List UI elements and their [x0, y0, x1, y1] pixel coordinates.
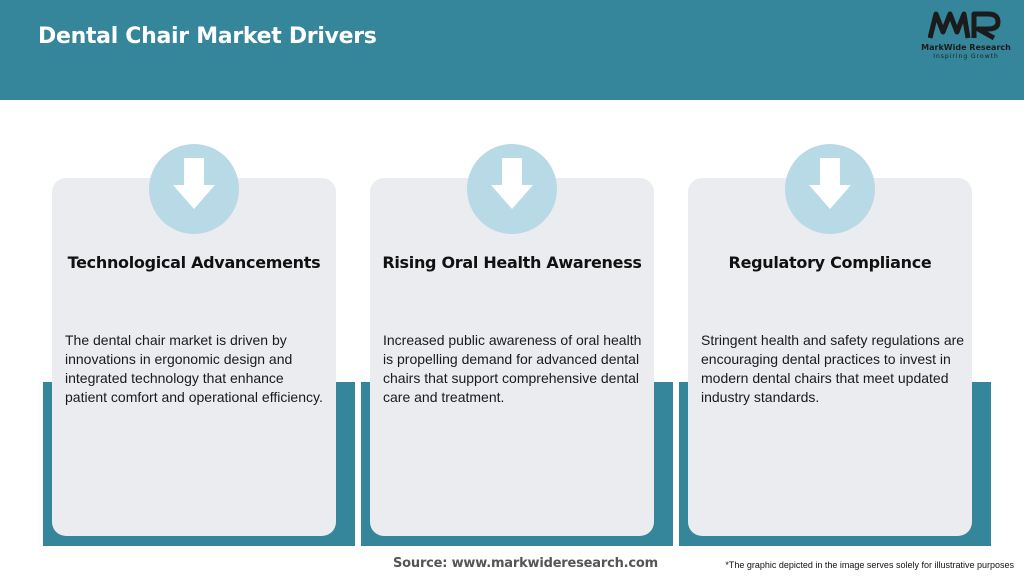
card-panel: Regulatory Compliance Stringent health a…	[688, 144, 972, 536]
card-title: Rising Oral Health Awareness	[382, 253, 642, 272]
header-bar: Dental Chair Market Drivers MarkWide Res…	[0, 0, 1024, 100]
card-description: The dental chair market is driven by inn…	[65, 332, 323, 405]
source-link[interactable]: Source: www.markwideresearch.com	[393, 556, 658, 571]
driver-card: Regulatory Compliance Stringent health a…	[679, 144, 991, 546]
card-title: Technological Advancements	[67, 253, 321, 272]
driver-card: Rising Oral Health Awareness Increased p…	[361, 144, 673, 546]
logo: MarkWide Research Inspiring Growth	[918, 10, 1014, 60]
logo-tagline: Inspiring Growth	[933, 53, 999, 60]
card-panel: Rising Oral Health Awareness Increased p…	[370, 144, 654, 536]
down-arrow-icon	[785, 144, 875, 234]
card-description: Increased public awareness of oral healt…	[383, 332, 642, 405]
logo-brand: MarkWide Research	[921, 43, 1011, 52]
down-arrow-icon	[467, 144, 557, 234]
driver-card: Technological Advancements The dental ch…	[43, 144, 355, 546]
down-arrow-icon	[149, 144, 239, 234]
card-panel: Technological Advancements The dental ch…	[52, 144, 336, 536]
disclaimer-note: *The graphic depicted in the image serve…	[725, 560, 1014, 570]
logo-mark-icon	[928, 11, 1001, 41]
card-title: Regulatory Compliance	[728, 253, 932, 272]
page-title: Dental Chair Market Drivers	[38, 24, 377, 49]
card-description: Stringent health and safety regulations …	[701, 332, 965, 405]
